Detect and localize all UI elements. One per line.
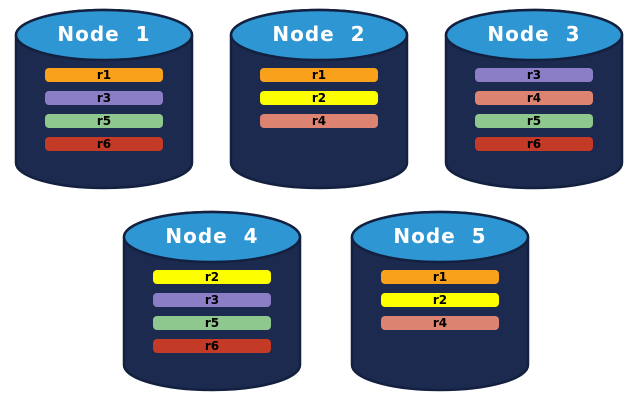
replica-bar-r1: r1 xyxy=(260,68,378,82)
node-title: Node 1 xyxy=(57,22,151,46)
database-node-3: Node 3 r3 r4 r5 r6 xyxy=(444,8,624,192)
node-row-bottom: Node 4 r2 r3 r5 r6 Node 5 r1 r2 r4 xyxy=(0,210,638,394)
replica-bar-r4: r4 xyxy=(381,316,499,330)
node-title: Node 3 xyxy=(487,22,581,46)
replica-bar-r2: r2 xyxy=(381,293,499,307)
replica-bar-r4: r4 xyxy=(475,91,593,105)
replica-bar-r3: r3 xyxy=(475,68,593,82)
replica-bar-r2: r2 xyxy=(153,270,271,284)
replica-list: r1 r2 r4 xyxy=(350,270,530,330)
replica-bar-r6: r6 xyxy=(475,137,593,151)
replica-bar-r5: r5 xyxy=(45,114,163,128)
replica-bar-r3: r3 xyxy=(45,91,163,105)
replica-bar-r1: r1 xyxy=(45,68,163,82)
replica-list: r2 r3 r5 r6 xyxy=(122,270,302,353)
replica-list: r1 r2 r4 xyxy=(229,68,409,128)
replica-bar-r5: r5 xyxy=(153,316,271,330)
replica-bar-r1: r1 xyxy=(381,270,499,284)
node-title: Node 2 xyxy=(272,22,366,46)
replica-list: r1 r3 r5 r6 xyxy=(14,68,194,151)
replica-bar-r6: r6 xyxy=(45,137,163,151)
replica-bar-r2: r2 xyxy=(260,91,378,105)
replica-bar-r5: r5 xyxy=(475,114,593,128)
replica-list: r3 r4 r5 r6 xyxy=(444,68,624,151)
node-title: Node 5 xyxy=(393,224,487,248)
database-node-2: Node 2 r1 r2 r4 xyxy=(229,8,409,192)
database-node-4: Node 4 r2 r3 r5 r6 xyxy=(122,210,302,394)
database-node-1: Node 1 r1 r3 r5 r6 xyxy=(14,8,194,192)
replica-bar-r6: r6 xyxy=(153,339,271,353)
replica-bar-r3: r3 xyxy=(153,293,271,307)
node-title: Node 4 xyxy=(165,224,259,248)
replica-bar-r4: r4 xyxy=(260,114,378,128)
database-node-5: Node 5 r1 r2 r4 xyxy=(350,210,530,394)
